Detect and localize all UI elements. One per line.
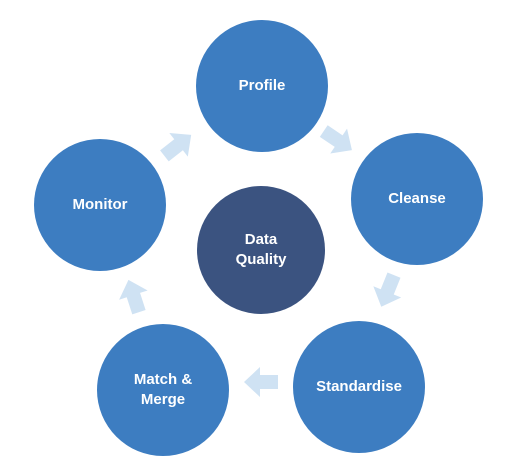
arrow-profile-to-cleanse-icon (319, 125, 352, 154)
arrow-match-to-monitor-icon (119, 279, 148, 315)
center-data-quality: Data Quality (197, 186, 325, 314)
arrow-cleanse-to-standardise-icon (373, 272, 402, 307)
step-standardise: Standardise (293, 321, 425, 453)
arrow-standardise-to-match-icon (244, 367, 278, 397)
step-match-merge: Match & Merge (97, 324, 229, 456)
arrow-monitor-to-profile-icon (160, 132, 192, 162)
step-profile: Profile (196, 20, 328, 152)
step-cleanse: Cleanse (351, 133, 483, 265)
step-monitor: Monitor (34, 139, 166, 271)
